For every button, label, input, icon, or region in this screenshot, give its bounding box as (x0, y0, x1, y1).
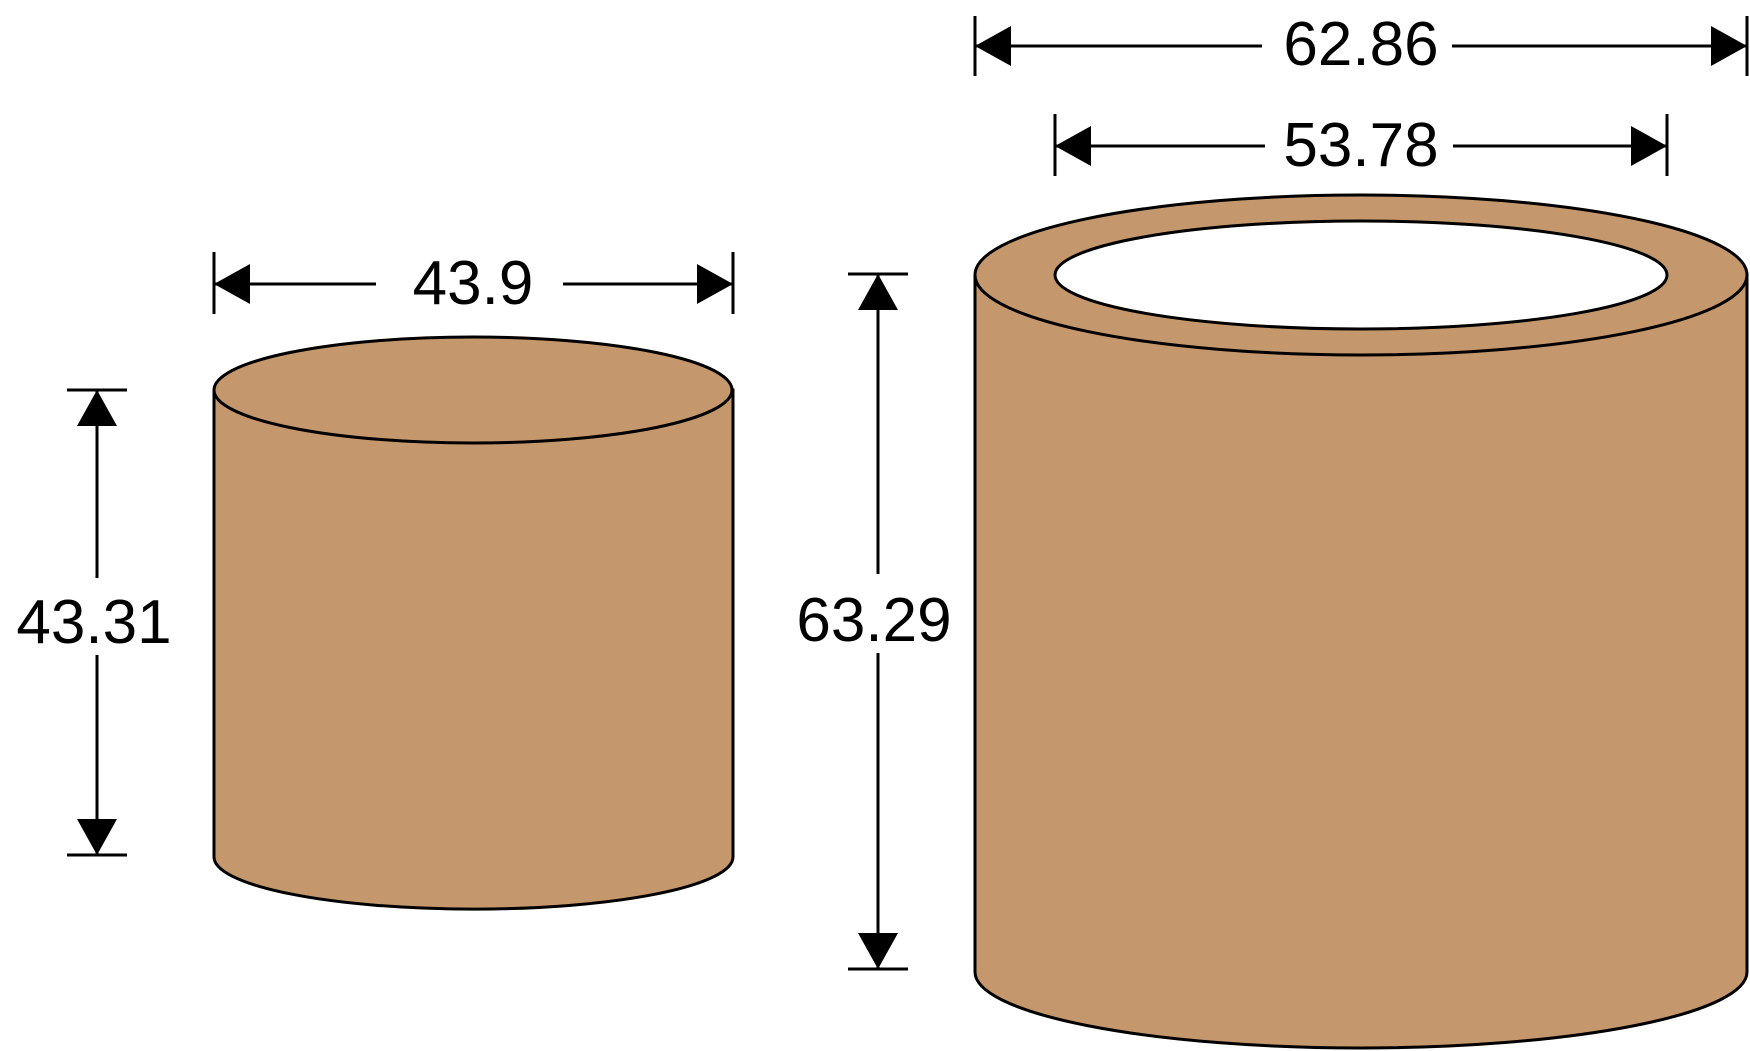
hollow-cylinder-body (973, 273, 1749, 1050)
hollow-cylinder-outer-diameter-dimension: 62.86 (973, 10, 1749, 79)
hollow-cylinder-height-dimension: 63.29 (796, 272, 952, 971)
hollow-cylinder-inner-diameter-dimension: 53.78 (1053, 111, 1669, 180)
solid-cylinder-height-label: 43.31 (16, 588, 171, 657)
hollow-cylinder-outer-diameter-label: 62.86 (1283, 10, 1438, 79)
hollow-cylinder-inner-hole (1053, 219, 1669, 331)
hollow-cylinder (973, 193, 1749, 1050)
solid-cylinder-diameter-label: 43.9 (413, 249, 534, 318)
solid-cylinder-body (212, 388, 735, 911)
hollow-cylinder-inner-diameter-label: 53.78 (1283, 111, 1438, 180)
hollow-cylinder-height-label: 63.29 (796, 586, 951, 655)
solid-cylinder-diameter-dimension: 43.9 (212, 249, 735, 318)
solid-cylinder (212, 335, 735, 911)
solid-cylinder-top-face (212, 335, 734, 445)
solid-cylinder-height-dimension: 43.31 (16, 388, 172, 857)
